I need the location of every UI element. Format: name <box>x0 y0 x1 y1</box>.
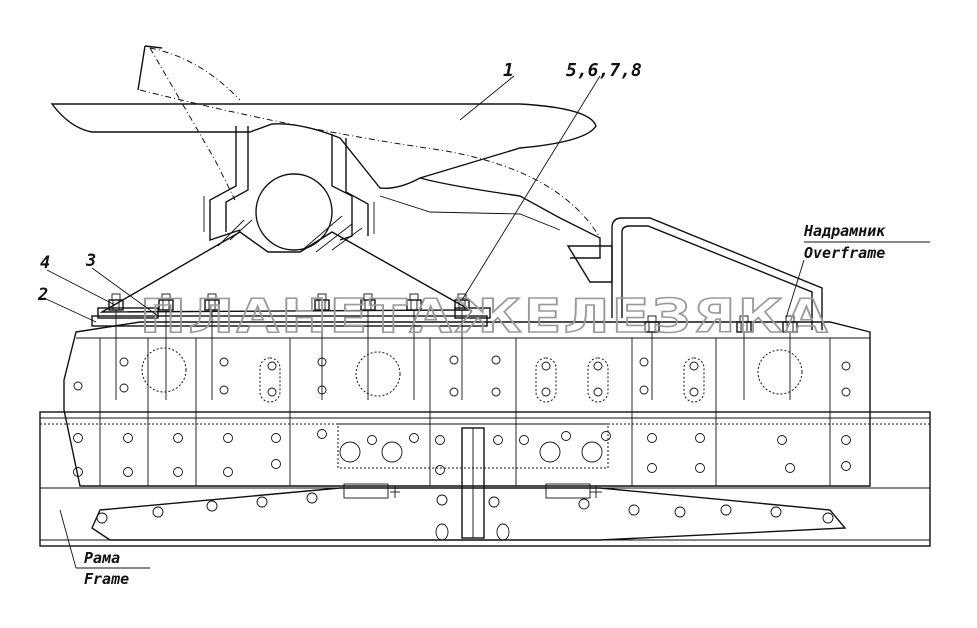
frame-bolt-hole <box>73 433 83 443</box>
bolt-nut <box>406 293 422 400</box>
frame-bolt-hole <box>647 463 657 473</box>
frame-bolt-hole <box>841 461 851 471</box>
frame-bolt-hole <box>519 435 529 445</box>
frame-bolt-hole <box>173 433 183 443</box>
bolt-hole <box>841 387 851 397</box>
bolt-hole <box>219 357 229 367</box>
bolt-nut <box>736 315 752 400</box>
bolt-nut <box>360 293 376 400</box>
bolt-hole <box>541 361 551 371</box>
callout-label-3: 3 <box>85 251 96 271</box>
frame-bolt-hole <box>777 435 787 445</box>
frame-joint-plate <box>337 423 609 541</box>
bolt-hole <box>491 387 501 397</box>
slot-outline <box>683 357 705 403</box>
gusset-hole <box>96 512 108 524</box>
frame-bolt-hole <box>123 433 133 443</box>
bolt-hole <box>541 387 551 397</box>
frame-bolt-hole <box>367 435 377 445</box>
gusset-hole <box>720 504 732 516</box>
gusset-hole <box>822 512 834 524</box>
bolt-hole <box>689 361 699 371</box>
overframe-label-ru: Надрамник <box>803 222 886 240</box>
frame-bolt-hole <box>561 431 571 441</box>
overframe-channel <box>63 321 871 487</box>
frame-bolt-hole <box>409 433 419 443</box>
frame-label-en: Frame <box>84 570 129 588</box>
lightening-hole <box>141 347 187 393</box>
callout-label-2: 2 <box>37 285 48 305</box>
lightening-hole <box>757 349 803 395</box>
frame-gusset-plate <box>91 487 847 541</box>
watermark-text: ПЛАНЕТАЖЕЛЕЗЯКА <box>140 289 830 343</box>
bolt-nut <box>454 293 470 400</box>
frame-bolt-hole <box>435 465 445 475</box>
frame-bolt-hole <box>123 467 133 477</box>
gusset-hole <box>256 496 268 508</box>
gusset-hole <box>770 506 782 518</box>
frame-rail <box>39 411 931 547</box>
frame-bolt-hole <box>435 435 445 445</box>
bolt-hole <box>267 387 277 397</box>
bolt-hole <box>689 387 699 397</box>
slot-outline <box>259 357 281 403</box>
frame-bolt-hole <box>695 433 705 443</box>
frame-bolt-hole <box>601 431 611 441</box>
bolt-hole <box>639 385 649 395</box>
fifth-wheel-coupling <box>50 45 823 330</box>
frame-bolt-hole <box>317 429 327 439</box>
bolt-nut <box>108 293 124 400</box>
gusset-hole <box>578 498 590 510</box>
gusset-hole <box>206 500 218 512</box>
bolt-nut <box>204 293 220 400</box>
gusset-hole <box>306 492 318 504</box>
frame-bolt-hole <box>695 463 705 473</box>
lightening-hole <box>355 351 401 397</box>
bolt-hole <box>593 361 603 371</box>
bolt-hole <box>119 357 129 367</box>
slot-outline <box>535 357 557 403</box>
bolt-hole <box>841 361 851 371</box>
frame-bolt-hole <box>73 467 83 477</box>
bolt-hole <box>593 387 603 397</box>
frame-bolt-hole <box>841 435 851 445</box>
mounting-bolts <box>108 293 798 400</box>
frame-bolt-hole <box>785 463 795 473</box>
bolt-nut <box>158 293 174 400</box>
bolt-hole <box>449 387 459 397</box>
gusset-hole <box>436 494 448 506</box>
callout-label-4: 4 <box>40 253 50 273</box>
gusset-hole <box>628 504 640 516</box>
frame-bolt-hole <box>223 467 233 477</box>
bolt-hole <box>491 355 501 365</box>
bolt-hole <box>639 357 649 367</box>
frame-label-ru: Рама <box>84 549 120 567</box>
gusset-hole <box>488 496 500 508</box>
bolt-nut <box>644 315 660 400</box>
slot-outline <box>587 357 609 403</box>
bolt-nut <box>314 293 330 400</box>
frame-bolt-hole <box>647 433 657 443</box>
callout-label-5678: 5,6,7,8 <box>566 60 642 81</box>
frame-bolt-hole <box>493 435 503 445</box>
bolt-hole <box>449 355 459 365</box>
frame-bolt-hole <box>223 433 233 443</box>
mounting-bars <box>91 307 491 327</box>
bolt-hole <box>219 385 229 395</box>
bolt-hole <box>267 361 277 371</box>
frame-bolt-hole <box>173 467 183 477</box>
gusset-hole <box>152 506 164 518</box>
bolt-nut <box>782 315 798 400</box>
callout-label-1: 1 <box>503 60 514 81</box>
bolt-hole <box>73 381 83 391</box>
frame-bolt-hole <box>271 459 281 469</box>
frame-bolt-hole <box>271 433 281 443</box>
overframe-label-en: Overframe <box>804 244 885 262</box>
gusset-hole <box>674 506 686 518</box>
bolt-hole <box>119 383 129 393</box>
callout-leaders <box>43 75 930 569</box>
